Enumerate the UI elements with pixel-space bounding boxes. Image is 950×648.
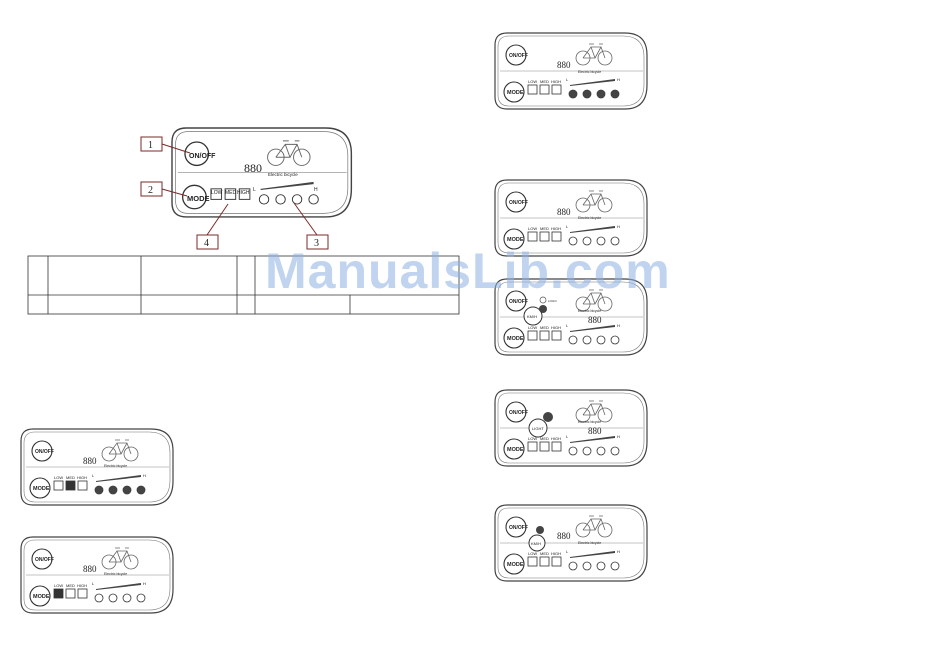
svg-text:KM/H: KM/H <box>527 314 537 319</box>
main-scale-h: H <box>314 187 318 193</box>
svg-text:ON/OFF: ON/OFF <box>35 557 54 563</box>
svg-text:H: H <box>143 473 146 478</box>
svg-text:HIGH: HIGH <box>551 79 561 84</box>
svg-text:H: H <box>617 77 620 82</box>
svg-text:L: L <box>92 581 95 586</box>
svg-text:L: L <box>566 323 569 328</box>
callout-3: 3 <box>293 202 329 250</box>
svg-text:HIGH: HIGH <box>551 226 561 231</box>
svg-text:MODE: MODE <box>507 447 524 453</box>
svg-text:880: 880 <box>588 426 602 436</box>
svg-text:L: L <box>566 549 569 554</box>
svg-text:LOW: LOW <box>528 226 537 231</box>
svg-text:MED: MED <box>540 325 549 330</box>
svg-text:Electric bicycle: Electric bicycle <box>578 309 601 313</box>
svg-text:MODE: MODE <box>507 562 524 568</box>
svg-text:L: L <box>92 473 95 478</box>
svg-text:H: H <box>617 434 620 439</box>
svg-text:3: 3 <box>314 238 319 249</box>
main-level-high: HIGH <box>237 190 250 196</box>
svg-text:LOW: LOW <box>528 325 537 330</box>
main-brand-text: Electric bicycle <box>268 172 298 177</box>
svg-text:HIGH: HIGH <box>551 551 561 556</box>
svg-text:880: 880 <box>557 60 571 70</box>
spec-table <box>27 255 460 315</box>
svg-text:MODE: MODE <box>507 336 524 342</box>
svg-text:ON/OFF: ON/OFF <box>509 299 528 305</box>
svg-text:L: L <box>566 77 569 82</box>
svg-text:Electric bicycle: Electric bicycle <box>578 420 601 424</box>
main-mode-label: MODE <box>187 194 210 203</box>
svg-text:880: 880 <box>557 207 571 217</box>
svg-text:Electric bicycle: Electric bicycle <box>104 572 127 576</box>
main-speed-value: 880 <box>244 161 262 175</box>
svg-text:MODE: MODE <box>33 594 50 600</box>
svg-text:H: H <box>143 581 146 586</box>
svg-text:MED: MED <box>540 226 549 231</box>
svg-text:L: L <box>566 434 569 439</box>
svg-text:H: H <box>617 224 620 229</box>
svg-text:Electric bicycle: Electric bicycle <box>104 464 127 468</box>
svg-text:MED: MED <box>66 583 75 588</box>
svg-text:MED: MED <box>540 551 549 556</box>
svg-text:Electric bicycle: Electric bicycle <box>578 216 601 220</box>
callout-2: 2 <box>140 181 188 197</box>
callout-4: 4 <box>196 203 229 250</box>
svg-text:ON/OFF: ON/OFF <box>509 410 528 416</box>
svg-text:1: 1 <box>148 140 153 151</box>
svg-text:MED: MED <box>540 436 549 441</box>
display-mode-med: ON/OFF MODE 880 Electric bicycle LOW MED… <box>20 428 174 506</box>
svg-text:HIGH: HIGH <box>551 325 561 330</box>
display-kmh-button: ON/OFF KM/H MODE 880 Electric bicycle LO… <box>494 504 648 582</box>
svg-text:LOGO: LOGO <box>548 299 557 303</box>
svg-text:880: 880 <box>557 531 571 541</box>
display-plain: ON/OFF MODE 880 Electric bicycle LOW MED… <box>494 179 648 257</box>
svg-text:LOW: LOW <box>54 583 63 588</box>
svg-text:HIGH: HIGH <box>77 583 87 588</box>
main-scale-l: L <box>253 187 256 193</box>
svg-text:LOW: LOW <box>528 551 537 556</box>
svg-text:Electric bicycle: Electric bicycle <box>578 70 601 74</box>
svg-text:H: H <box>617 549 620 554</box>
svg-text:ON/OFF: ON/OFF <box>509 200 528 206</box>
svg-text:H: H <box>617 323 620 328</box>
display-battery-full: ON/OFF MODE 880 Electric bicycle LOW MED… <box>494 32 648 110</box>
svg-text:880: 880 <box>83 564 97 574</box>
svg-text:4: 4 <box>204 238 209 249</box>
svg-text:L: L <box>566 224 569 229</box>
svg-text:MODE: MODE <box>33 486 50 492</box>
svg-text:KM/H: KM/H <box>531 541 541 546</box>
svg-text:MED: MED <box>540 79 549 84</box>
main-onoff-label: ON/OFF <box>189 153 216 160</box>
svg-text:MED: MED <box>66 475 75 480</box>
svg-text:880: 880 <box>588 315 602 325</box>
svg-text:880: 880 <box>83 456 97 466</box>
svg-text:ON/OFF: ON/OFF <box>509 525 528 531</box>
callout-1: 1 <box>140 136 191 154</box>
svg-text:MODE: MODE <box>507 237 524 243</box>
svg-text:LOW: LOW <box>54 475 63 480</box>
svg-text:HIGH: HIGH <box>551 436 561 441</box>
display-mode-low: ON/OFF MODE 880 Electric bicycle LOW MED… <box>20 536 174 614</box>
display-kmh-variant: ON/OFF KM/H LOGO MODE 880 Electric bicyc… <box>494 278 648 356</box>
svg-text:Electric bicycle: Electric bicycle <box>578 541 601 545</box>
main-level-low: LOW <box>211 190 223 196</box>
svg-text:HIGH: HIGH <box>77 475 87 480</box>
svg-text:LOW: LOW <box>528 436 537 441</box>
display-light-variant: ON/OFF LIGHT MODE 880 Electric bicycle L… <box>494 389 648 467</box>
svg-text:LOW: LOW <box>528 79 537 84</box>
svg-text:MODE: MODE <box>507 90 524 96</box>
svg-text:LIGHT: LIGHT <box>532 426 544 431</box>
svg-text:2: 2 <box>148 185 153 196</box>
svg-text:ON/OFF: ON/OFF <box>35 449 54 455</box>
svg-text:ON/OFF: ON/OFF <box>509 53 528 59</box>
watermark: ManualsLib.com <box>265 243 671 299</box>
main-level-med: MED <box>225 190 237 196</box>
